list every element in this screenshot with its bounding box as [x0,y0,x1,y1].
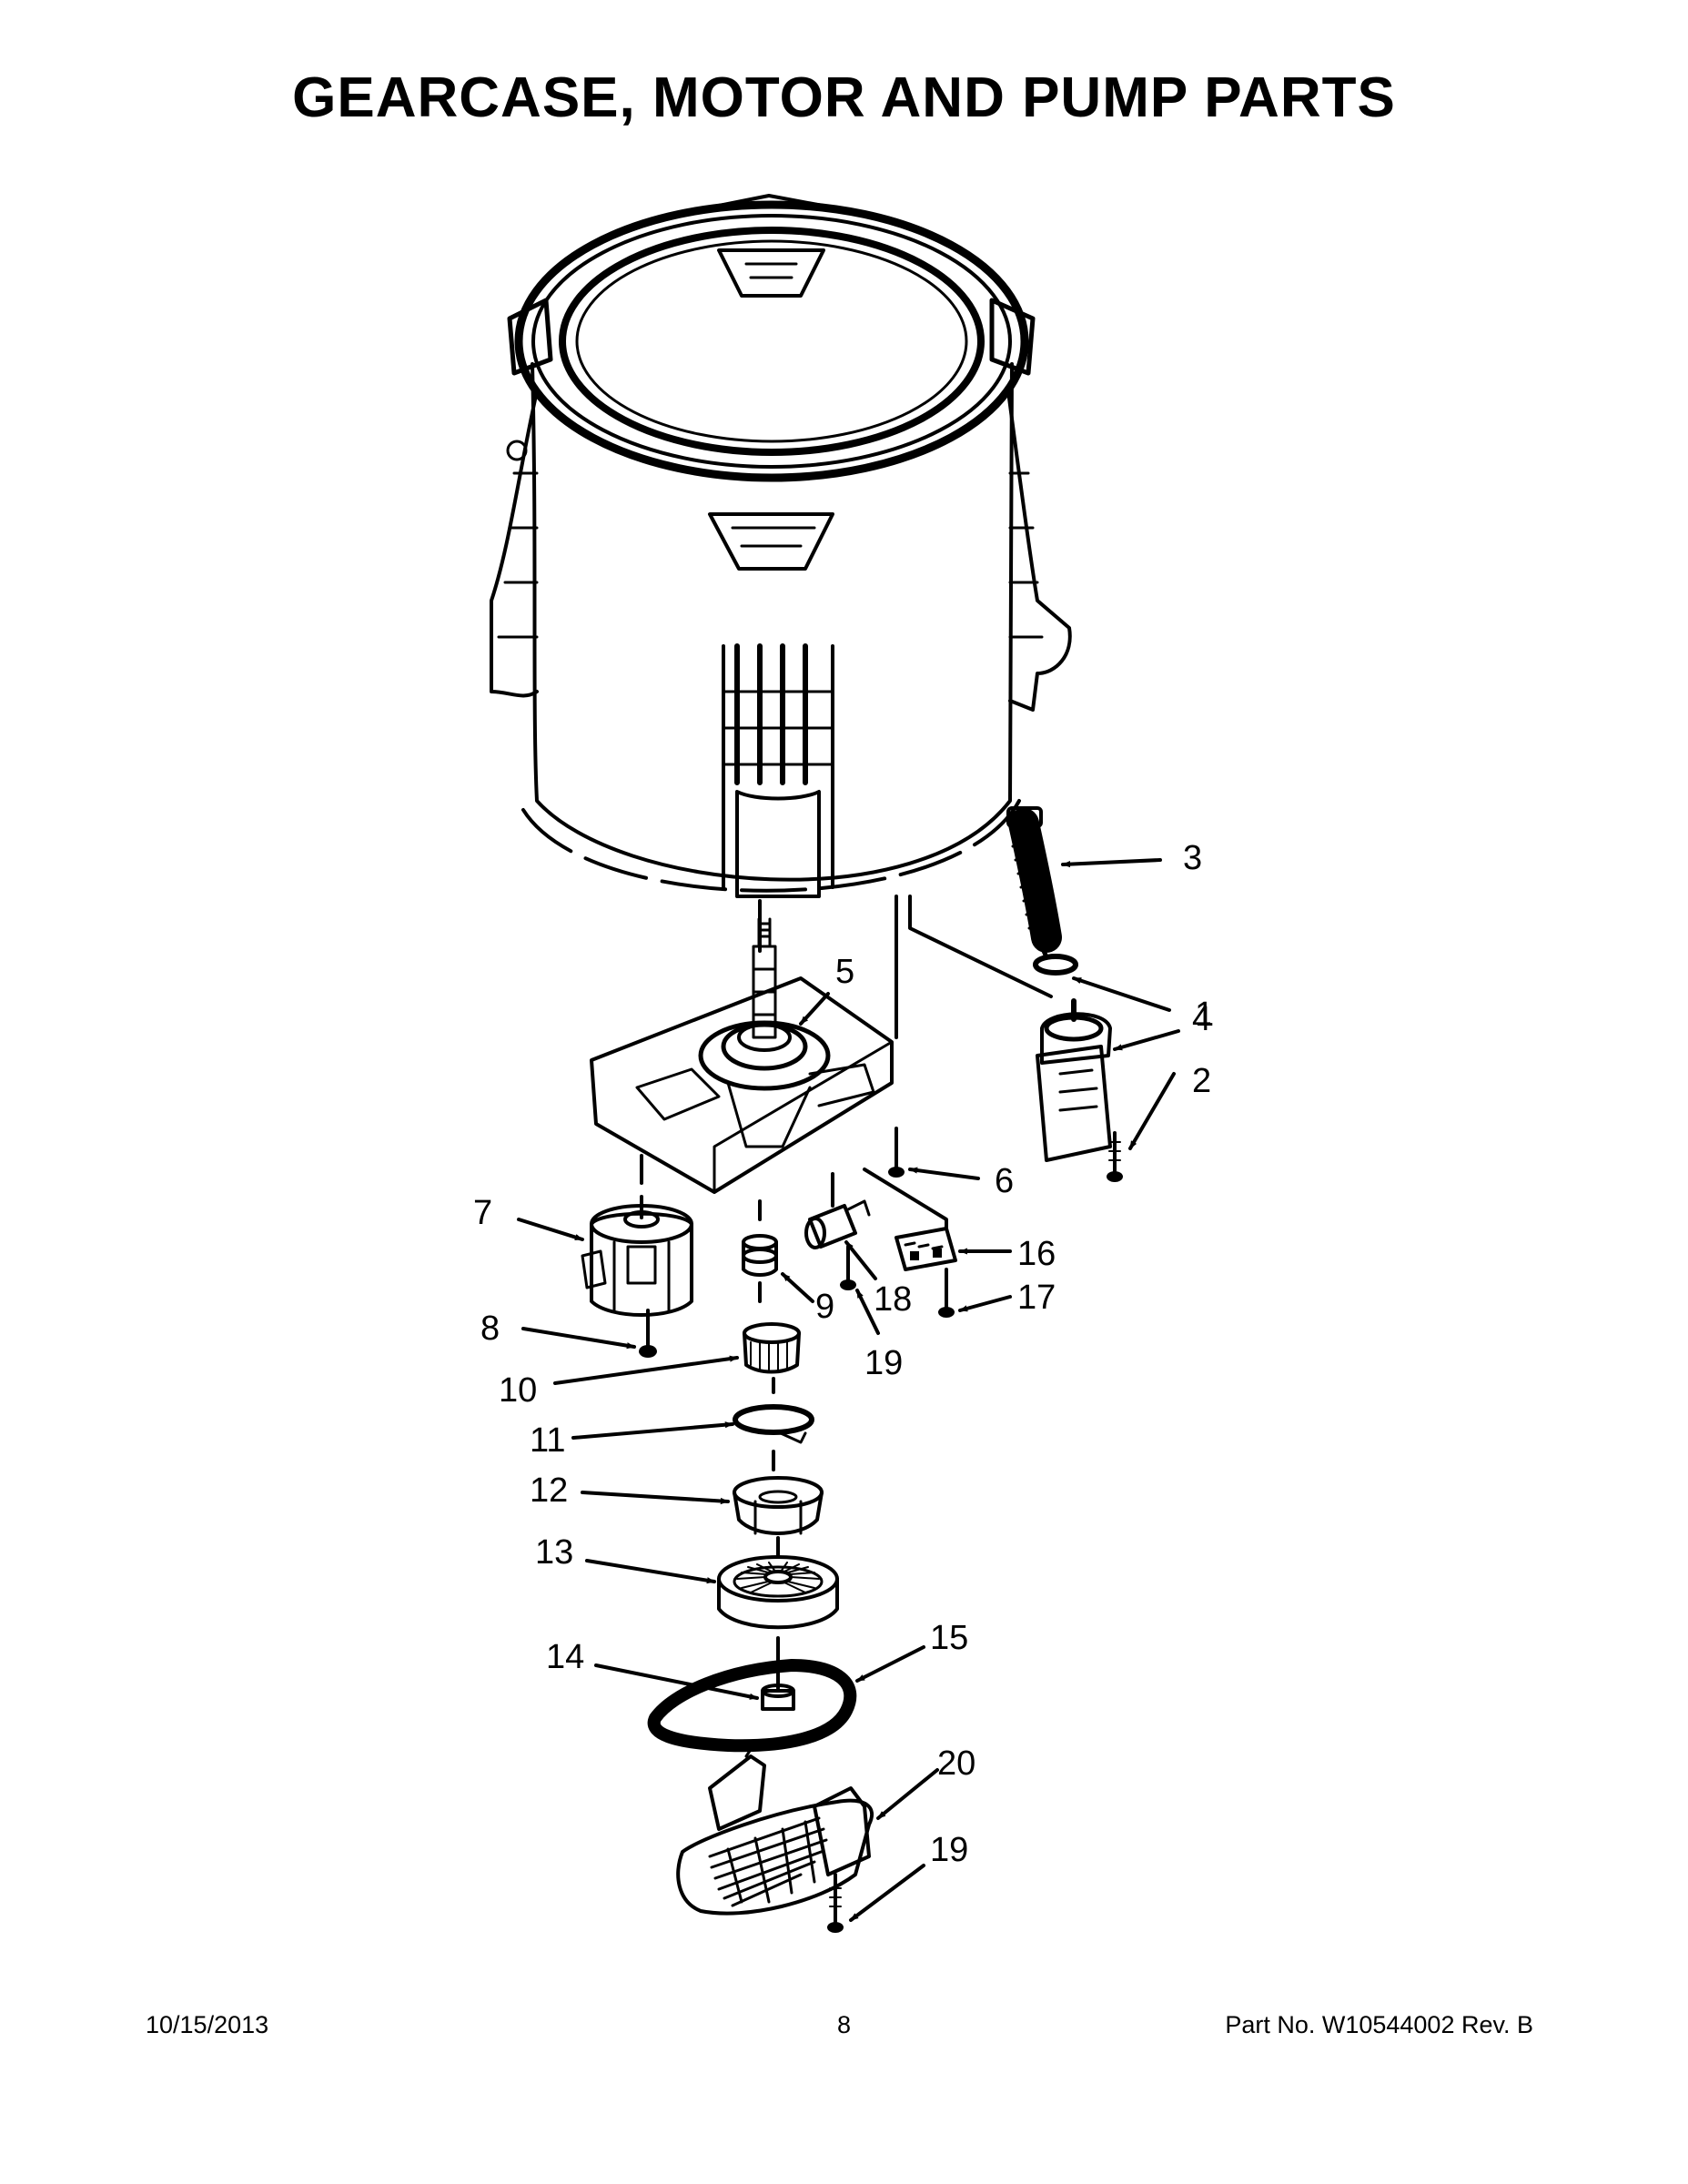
callout-18: 18 [874,1280,912,1319]
switch-screw [938,1268,955,1318]
pulley-nut [761,1684,795,1711]
assembly-leader-lines [758,895,1053,1039]
arrow-11 [571,1421,734,1440]
arrow-19-lower [849,1864,925,1922]
drain-pump [1036,998,1112,1162]
callout-11: 11 [530,1421,565,1460]
callout-4: 4 [1192,1000,1211,1038]
callout-14: 14 [546,1638,584,1676]
drain-hose [1006,806,1062,953]
drive-belt [647,1636,857,1753]
arrow-20 [876,1768,939,1820]
pan-screw [827,1873,844,1933]
gearcase [590,917,894,1194]
arrow-5 [799,992,830,1026]
arrow-9 [781,1272,814,1303]
callout-19-upper: 19 [864,1344,903,1382]
arrow-12 [581,1491,730,1505]
arrow-13 [585,1559,716,1584]
callout-19-lower: 19 [930,1831,968,1869]
callout-2: 2 [1192,1062,1211,1100]
arrow-7 [517,1218,584,1241]
motor [581,1154,693,1317]
callout-15: 15 [930,1619,968,1657]
callout-13: 13 [535,1533,573,1572]
callout-arrows [517,858,1180,1922]
motor-capacitor [804,1172,871,1249]
coupler [742,1199,778,1303]
base-pan [676,1741,874,1916]
callout-1: 1 [1195,996,1214,1034]
outer-tub [490,194,1072,898]
arrow-18 [844,1240,877,1280]
callout-7: 7 [473,1194,492,1232]
callout-labels: 3 4 1 2 5 6 7 8 9 10 11 12 13 14 15 16 1… [473,839,1214,1869]
arrow-6 [908,1167,980,1180]
arrow-8 [521,1327,636,1350]
callout-3: 3 [1183,839,1202,877]
callout-17: 17 [1017,1279,1056,1317]
motor-screw [639,1309,657,1358]
arrow-14 [594,1663,759,1700]
arrow-17 [958,1295,1012,1312]
footer-part-number: Part No. W10544002 Rev. B [1225,2011,1533,2038]
arrow-4 [1072,976,1171,1012]
callout-20: 20 [937,1744,975,1783]
arrow-3 [1061,858,1162,868]
arrow-10 [553,1355,739,1385]
hose-clamp [1033,944,1078,976]
arrow-1 [1113,1029,1180,1051]
clutch-hub [733,1476,824,1535]
page-title: GEARCASE, MOTOR AND PUMP PARTS [292,66,1396,129]
callout-12: 12 [530,1471,568,1510]
footer-date: 10/15/2013 [146,2011,269,2038]
lid-switch [863,1168,957,1271]
gearcase-screw [888,1127,905,1178]
clip-ring [733,1377,814,1471]
callout-10: 10 [499,1371,537,1410]
drive-pulley [717,1536,839,1630]
arrow-2 [1128,1072,1176,1150]
arrow-19-upper [855,1289,880,1335]
footer-page-number: 8 [836,2011,852,2038]
capacitor-screw [840,1245,856,1290]
arrow-15 [855,1645,925,1683]
pulley-bushing [743,1322,801,1374]
callout-9: 9 [815,1288,834,1326]
callout-5: 5 [835,953,854,991]
callout-6: 6 [995,1162,1014,1200]
pump-screw [1107,1131,1123,1182]
callout-16: 16 [1017,1235,1056,1273]
callout-8: 8 [480,1309,500,1348]
